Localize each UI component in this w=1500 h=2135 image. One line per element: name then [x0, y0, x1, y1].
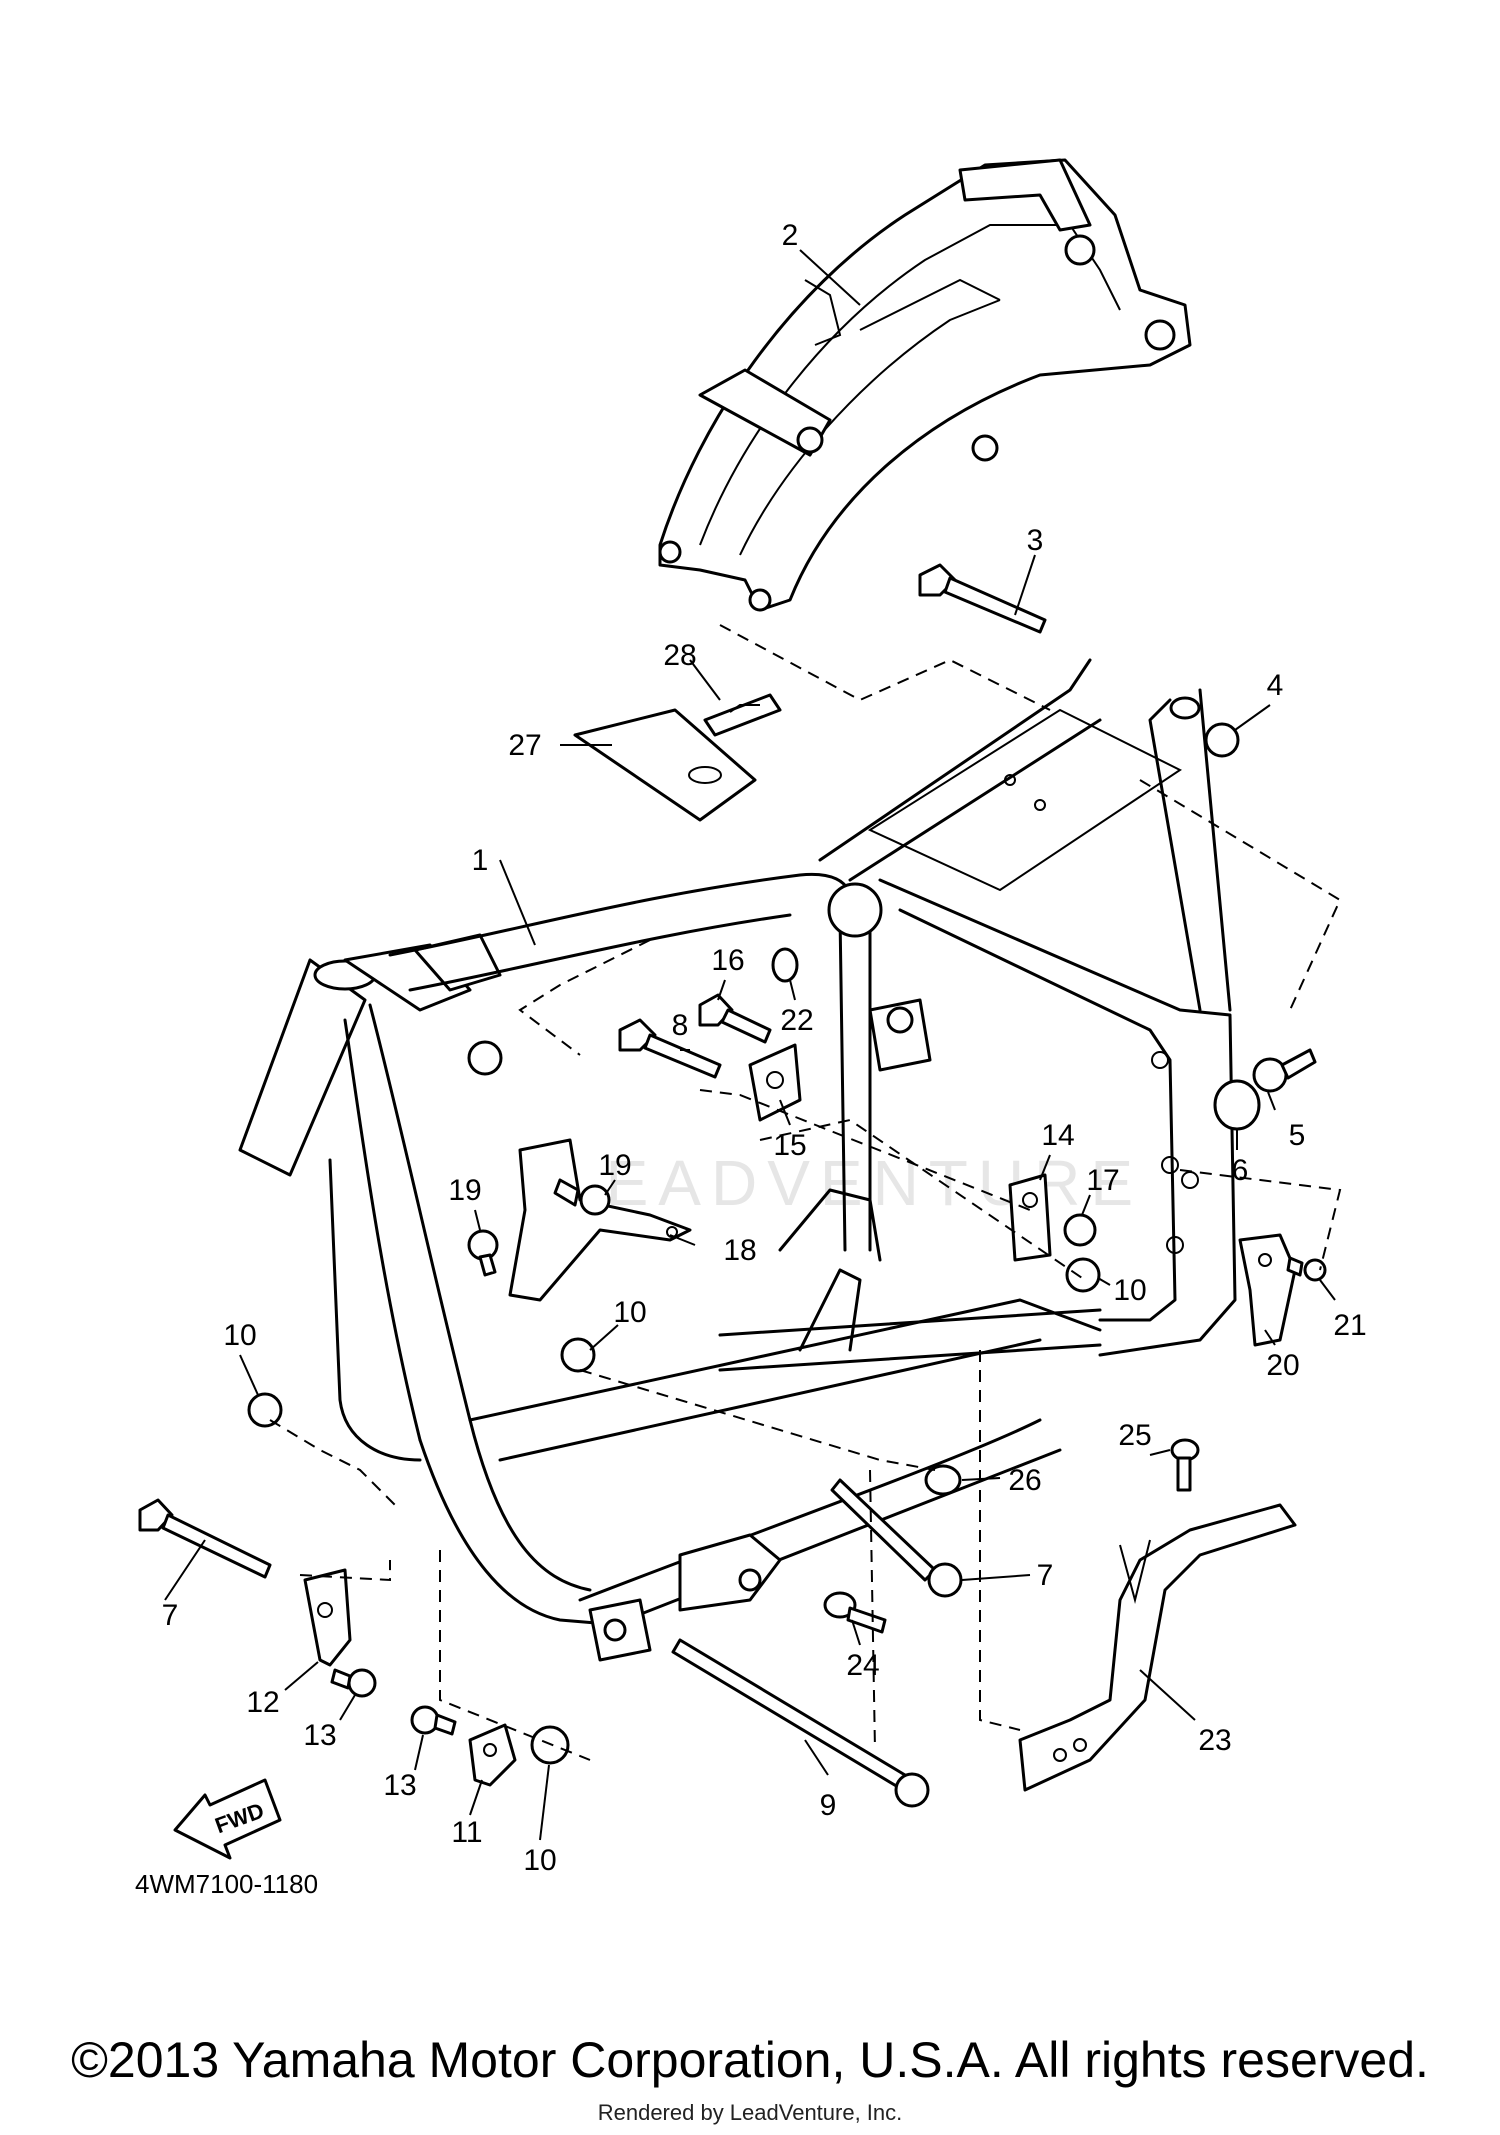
callout-6: 6	[1232, 1154, 1249, 1187]
callout-10-right: 10	[1113, 1274, 1146, 1307]
stand-bracket-part-23	[1018, 1503, 1297, 1792]
callout-25: 25	[1118, 1419, 1151, 1452]
callout-17: 17	[1086, 1164, 1119, 1197]
cap-part-26	[924, 1464, 962, 1496]
cap-part-6	[1213, 1079, 1261, 1131]
callout-7-left: 7	[162, 1599, 179, 1632]
bracket-part-11	[468, 1723, 517, 1787]
nut-part-10-center	[560, 1337, 596, 1373]
callout-13-right: 13	[303, 1719, 336, 1752]
callout-19-lower: 19	[448, 1174, 481, 1207]
nut-part-10-right	[1065, 1257, 1101, 1293]
collar-part-22	[771, 947, 799, 983]
callout-labels: 1 2 3 4 5 6 7 7 8 9 10 10 10 10 11 12 13…	[162, 219, 1367, 1877]
bolt-part-16	[698, 993, 772, 1044]
callout-7-right: 7	[1037, 1559, 1054, 1592]
bolt-part-13-right	[330, 1668, 377, 1698]
bolt-part-19-upper	[553, 1178, 611, 1216]
bolt-part-8	[618, 1018, 722, 1079]
callout-26: 26	[1008, 1464, 1041, 1497]
bolt-part-5	[1252, 1048, 1317, 1093]
bolt-part-25	[1170, 1438, 1200, 1492]
bracket-part-18	[508, 1138, 692, 1302]
watermark: LEADVENTURE	[560, 1147, 1143, 1219]
callout-5: 5	[1289, 1119, 1306, 1152]
bolt-part-24	[823, 1591, 887, 1634]
bolt-part-3	[918, 563, 1047, 634]
callout-3: 3	[1027, 524, 1044, 557]
bolt-part-9	[671, 1638, 930, 1808]
callout-28: 28	[663, 639, 696, 672]
callout-2: 2	[782, 219, 799, 252]
callout-18: 18	[723, 1234, 756, 1267]
callout-12: 12	[246, 1686, 279, 1719]
callout-24: 24	[846, 1649, 879, 1682]
callout-11: 11	[451, 1816, 482, 1849]
callout-10-center: 10	[613, 1296, 646, 1329]
callout-16: 16	[711, 944, 744, 977]
bolt-part-7-left	[138, 1498, 272, 1579]
bolt-part-7-right	[830, 1478, 963, 1598]
copyright-notice: ©2013 Yamaha Motor Corporation, U.S.A. A…	[71, 2032, 1429, 2088]
callout-27: 27	[508, 729, 541, 762]
clip-part-28	[703, 693, 782, 737]
callout-21: 21	[1333, 1309, 1366, 1342]
nut-part-4	[1204, 722, 1240, 758]
leader-lines	[164, 249, 1336, 1841]
callout-14: 14	[1041, 1119, 1074, 1152]
callout-20: 20	[1266, 1349, 1299, 1382]
guide-lines	[269, 624, 1342, 1761]
callout-8: 8	[672, 1009, 689, 1042]
callout-9: 9	[820, 1789, 837, 1822]
callout-13-left: 13	[383, 1769, 416, 1802]
main-frame-part-1	[238, 658, 1237, 1662]
bolt-part-13-left	[410, 1705, 457, 1736]
plate-part-20	[1238, 1233, 1297, 1347]
bracket-part-15	[748, 1043, 802, 1122]
cover-plate-part-27	[573, 708, 757, 822]
rendered-by-note: Rendered by LeadVenture, Inc.	[597, 2100, 903, 2125]
callout-23: 23	[1198, 1724, 1231, 1757]
nut-part-17	[1063, 1213, 1097, 1247]
callout-4: 4	[1267, 669, 1284, 702]
diagram-code: 4WM7100-1180	[135, 1869, 318, 1899]
fwd-arrow-icon: FWD	[173, 1778, 282, 1860]
bracket-part-12	[303, 1568, 352, 1667]
callout-22: 22	[780, 1004, 813, 1037]
bolt-part-21	[1286, 1256, 1327, 1282]
callout-19-upper: 19	[598, 1149, 631, 1182]
bolt-part-19-lower	[467, 1229, 499, 1277]
callout-1: 1	[472, 844, 489, 877]
callout-10-left: 10	[223, 1319, 256, 1352]
rear-subframe-part-2	[658, 158, 1192, 612]
callout-15: 15	[773, 1129, 806, 1162]
nut-part-10-left	[247, 1392, 283, 1428]
callout-10-bottom: 10	[523, 1844, 556, 1877]
bracket-part-14	[1008, 1173, 1052, 1262]
